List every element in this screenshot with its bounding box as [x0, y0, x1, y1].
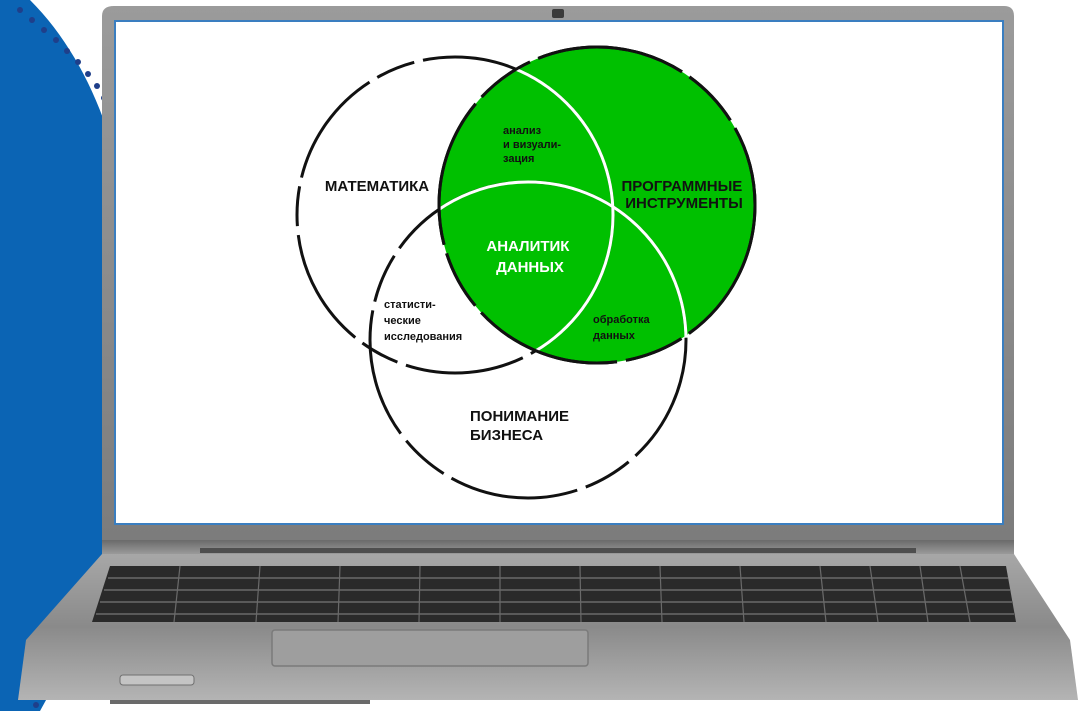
software-tools-label: ПРОГРАММНЫЕ ИНСТРУМЕНТЫ	[622, 178, 747, 212]
webcam-icon	[552, 9, 564, 18]
business-label: ПОНИМАНИЕ БИЗНЕСА	[470, 408, 573, 444]
touchpad	[271, 629, 589, 667]
speaker-grille	[110, 700, 370, 704]
data-processing-label: обработка данных	[593, 314, 653, 342]
hinge	[200, 548, 916, 553]
status-lights	[119, 674, 195, 686]
venn-diagram: МАТЕМАТИКА ПРОГРАММНЫЕ ИНСТРУМЕНТЫ ПОНИМ…	[295, 45, 757, 500]
keyboard	[92, 565, 1016, 623]
statistical-research-label: статисти- ческие исследования	[384, 299, 462, 343]
data-analyst-label: АНАЛИТИК ДАННЫХ	[486, 238, 573, 276]
analysis-visualization-label: анализ и визуали- зация	[503, 125, 564, 165]
mathematics-label: МАТЕМАТИКА	[325, 178, 429, 195]
blue-decor-shape	[0, 0, 136, 711]
